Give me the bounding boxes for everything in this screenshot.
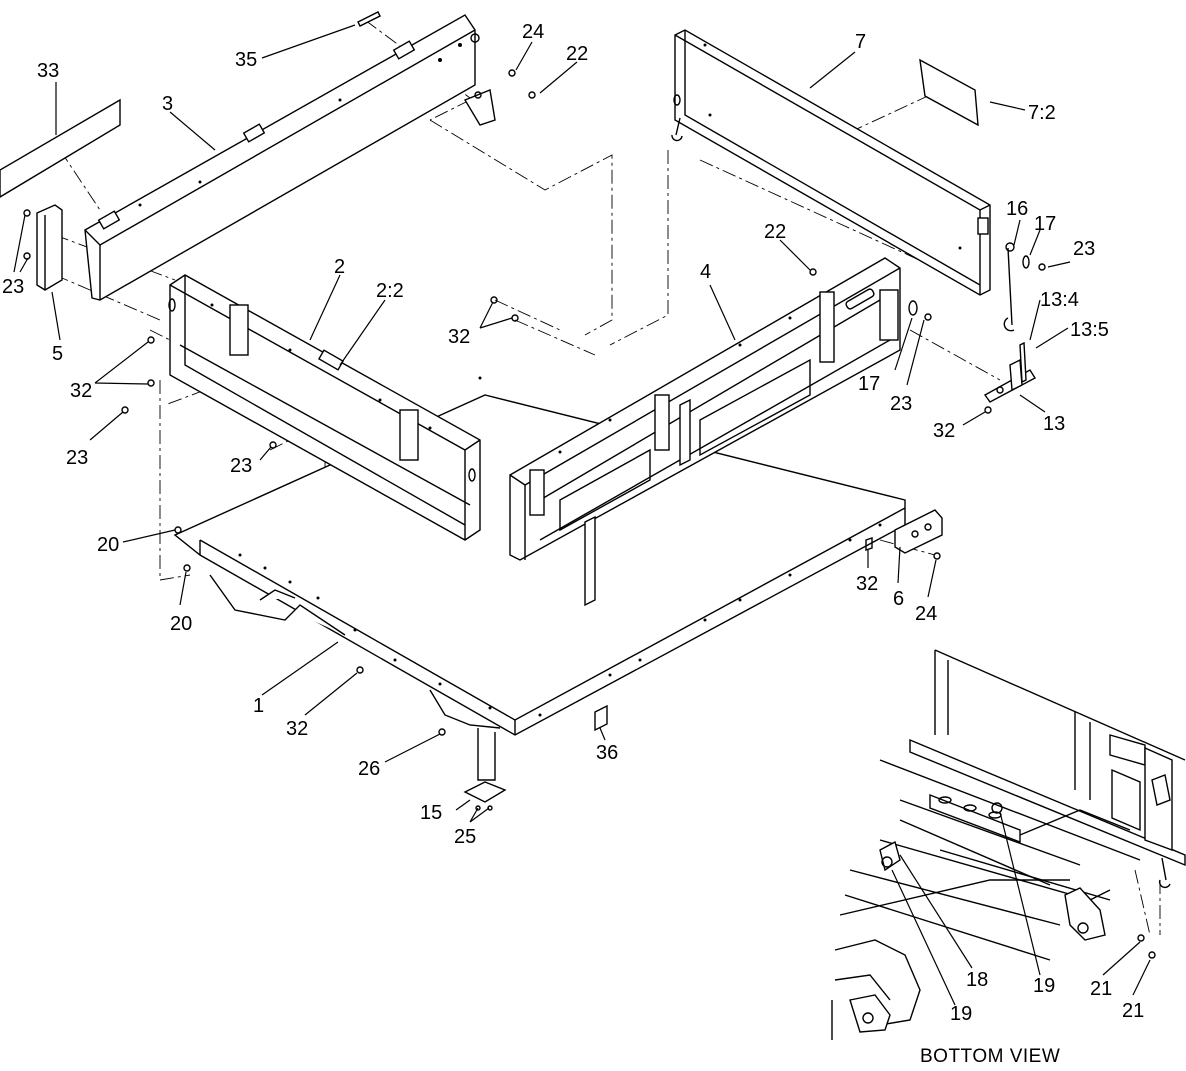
- front-rail-part-2: [168, 274, 481, 541]
- bracket-part-5: [23, 204, 63, 291]
- callout-23: 23: [230, 455, 252, 477]
- right-side-rail-part-4: [509, 257, 901, 561]
- callout-1: 1: [253, 695, 264, 717]
- callout-6: 6: [893, 588, 904, 610]
- callout-20: 20: [170, 613, 192, 635]
- cable-part-16: [1003, 242, 1015, 332]
- callout-24: 24: [522, 21, 544, 43]
- callout-23: 23: [66, 447, 88, 469]
- bottom-view-inset: [831, 649, 1186, 1040]
- callout-26: 26: [358, 758, 380, 780]
- callout-24: 24: [915, 603, 937, 625]
- callout-21: 21: [1122, 1000, 1144, 1022]
- callout-17: 17: [1034, 213, 1056, 235]
- callout-13-4: 13:4: [1040, 289, 1079, 311]
- callout-13-5: 13:5: [1070, 319, 1109, 341]
- callout-19: 19: [950, 1003, 972, 1025]
- callout-23: 23: [1073, 238, 1095, 260]
- callout-21: 21: [1090, 978, 1112, 1000]
- bed-floor-part-1: [173, 376, 906, 803]
- tailgate-part-7: [671, 29, 991, 296]
- callout-33: 33: [37, 60, 59, 82]
- callout-7-2: 7:2: [1028, 102, 1056, 124]
- fasteners: [121, 69, 992, 811]
- callout-3: 3: [162, 93, 173, 115]
- callout-17: 17: [858, 373, 880, 395]
- callout-32: 32: [286, 718, 308, 740]
- callout-23: 23: [2, 276, 24, 298]
- callout-25: 25: [454, 826, 476, 848]
- inset-caption: BOTTOM VIEW: [920, 1046, 1060, 1067]
- callout-19: 19: [1033, 975, 1055, 997]
- washer-part-17: [908, 255, 1046, 321]
- callout-36: 36: [596, 742, 618, 764]
- latch-part-13: [983, 341, 1036, 403]
- decal-part-7-2: [919, 58, 979, 127]
- callout-labels: 35 33 3 24 22 7 7:2 2 2:2 4 22 16 17 23 …: [2, 21, 1144, 1067]
- callout-32: 32: [448, 326, 470, 348]
- callout-16: 16: [1006, 198, 1028, 220]
- callout-13: 13: [1043, 413, 1065, 435]
- callout-15: 15: [420, 802, 442, 824]
- callout-2: 2: [334, 256, 345, 278]
- callout-23: 23: [890, 393, 912, 415]
- hinge-plate-part-6: [865, 509, 943, 560]
- decal-part-36: [594, 704, 608, 732]
- callout-32: 32: [856, 573, 878, 595]
- callout-2-2: 2:2: [376, 280, 404, 302]
- callout-32: 32: [70, 380, 92, 402]
- callout-4: 4: [700, 261, 711, 283]
- callout-32: 32: [933, 420, 955, 442]
- callout-5: 5: [52, 343, 63, 365]
- left-side-rail-part-3: [84, 14, 496, 301]
- decal-part-33: [0, 98, 121, 198]
- leader-lines: [13, 24, 1071, 823]
- callout-20: 20: [97, 534, 119, 556]
- callout-7: 7: [855, 31, 866, 53]
- callout-18: 18: [966, 969, 988, 991]
- decal-part-35: [357, 11, 381, 27]
- callout-22: 22: [566, 43, 588, 65]
- callout-22: 22: [764, 221, 786, 243]
- callout-35: 35: [235, 49, 257, 71]
